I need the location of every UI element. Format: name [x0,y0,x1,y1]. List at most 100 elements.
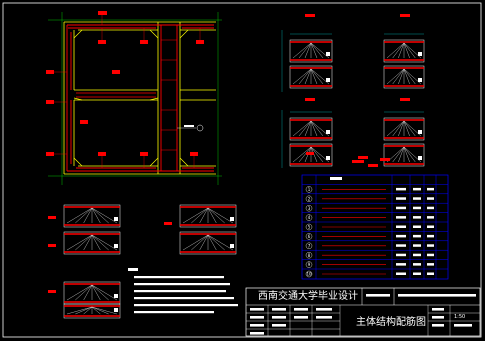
detail-fan-rebar [75,306,93,315]
title-block-cell-marks [250,294,476,335]
detail-fan-rebar [91,234,101,251]
detail-fan-rebar [91,306,101,315]
table-header-mark [330,177,342,180]
left-wall-outline [63,22,75,174]
table-row-circle [305,186,313,193]
table-cell-mark [413,225,421,228]
detail-section [383,143,425,167]
detail-fan-rebar [398,146,405,163]
table-cell-mark [413,272,421,275]
title-block-scale: 1:50 [454,314,466,320]
detail-fan-rebar [392,120,405,137]
title-block-cell-mark [250,308,264,311]
detail-fan-rebar [207,234,217,251]
detail-fan-rebar [182,207,209,224]
notes-line-mark [134,276,224,279]
table-row-number: 4 [308,215,311,220]
rebar-label-mark [46,70,54,74]
detail-outline [289,65,333,89]
title-block-cell-mark [454,324,472,327]
title-block-school: 西南交通大学毕业设计 [258,291,358,302]
detail-fan-rebar [310,68,324,85]
detail-fan-rebar [298,42,312,59]
detail-fan-rebar [191,234,209,251]
detail-outline [63,204,121,228]
rebar-label-mark [80,120,88,124]
table-row-circle [305,195,313,203]
title-block-cell-mark [366,294,390,297]
table-cell-mark [396,197,406,200]
rebar-left-wall [66,25,72,171]
detail-marker [326,52,330,56]
table-cell-mark [427,197,434,200]
detail-fan-rebar [91,234,118,251]
title-block-cell-mark [294,316,308,319]
notes-line-mark [134,290,226,293]
detail-fan-rebar [292,120,312,137]
detail-marker [230,217,234,221]
rebar-label-mark [46,100,54,104]
detail-label-mark [48,216,56,219]
detail-fan-rebar [207,207,234,224]
table-cell-mark [396,234,406,238]
detail-section [63,281,121,305]
detail-fan-rebar [182,234,209,251]
detail-fan-rebar [403,146,416,163]
detail-section [383,65,425,89]
table-cell-mark [413,216,421,219]
rebar-center-column [160,25,178,171]
detail-outline [383,39,425,63]
table-cell-mark [396,206,406,210]
table-cell-mark [413,187,421,191]
detail-section [63,231,121,255]
detail-section [289,143,333,167]
main-cross-section [46,11,222,185]
detail-fan-rebar [403,146,410,163]
table-cell-mark [413,206,421,210]
rebar-bottom-slab [67,167,214,172]
detail-section [289,65,333,89]
bottom-slab-outline [64,165,216,175]
detail-section [289,117,333,141]
rebar-table-border [301,174,449,280]
table-row-number: 1 [308,187,311,192]
table-cell-mark [427,234,434,238]
drawing-border [2,2,482,338]
leader-lines [54,15,201,168]
table-cell-mark [427,244,434,247]
table-caption-mark [368,164,378,167]
table-cell-mark [427,263,434,266]
detail-fan-rebar [398,42,405,59]
detail-fan-rebar [304,68,312,85]
rebar-label-mark [140,152,148,156]
table-cell-mark [413,244,421,247]
detail-label-mark [306,152,314,155]
table-row-number: 9 [308,262,311,267]
detail-marker [114,217,118,221]
detail-fan-rebar [91,306,109,315]
table-row-circle [305,214,313,221]
detail-marker [418,52,422,56]
detail-fan-rebar [304,42,312,59]
detail-fan-rebar [83,284,93,301]
detail-fan-rebar [91,284,109,301]
detail-fan-rebar [298,68,312,85]
top-slab-outline [64,21,216,31]
title-block-cell-mark [272,324,286,327]
table-caption-mark [380,158,390,161]
table-row-circle [305,233,313,240]
table-cell-mark [396,272,406,275]
table-row-circle [305,251,313,259]
detail-fan-rebar [310,42,324,59]
detail-label-mark [400,14,410,17]
detail-fan-rebar [91,207,109,224]
detail-fan-rebar [392,146,405,163]
rebar-column-ties [161,39,177,151]
detail-fan-rebar [298,120,312,137]
table-cell-mark [427,253,434,257]
detail-marker [230,244,234,248]
title-block-border [245,287,481,337]
detail-fan-rebar [91,306,118,315]
